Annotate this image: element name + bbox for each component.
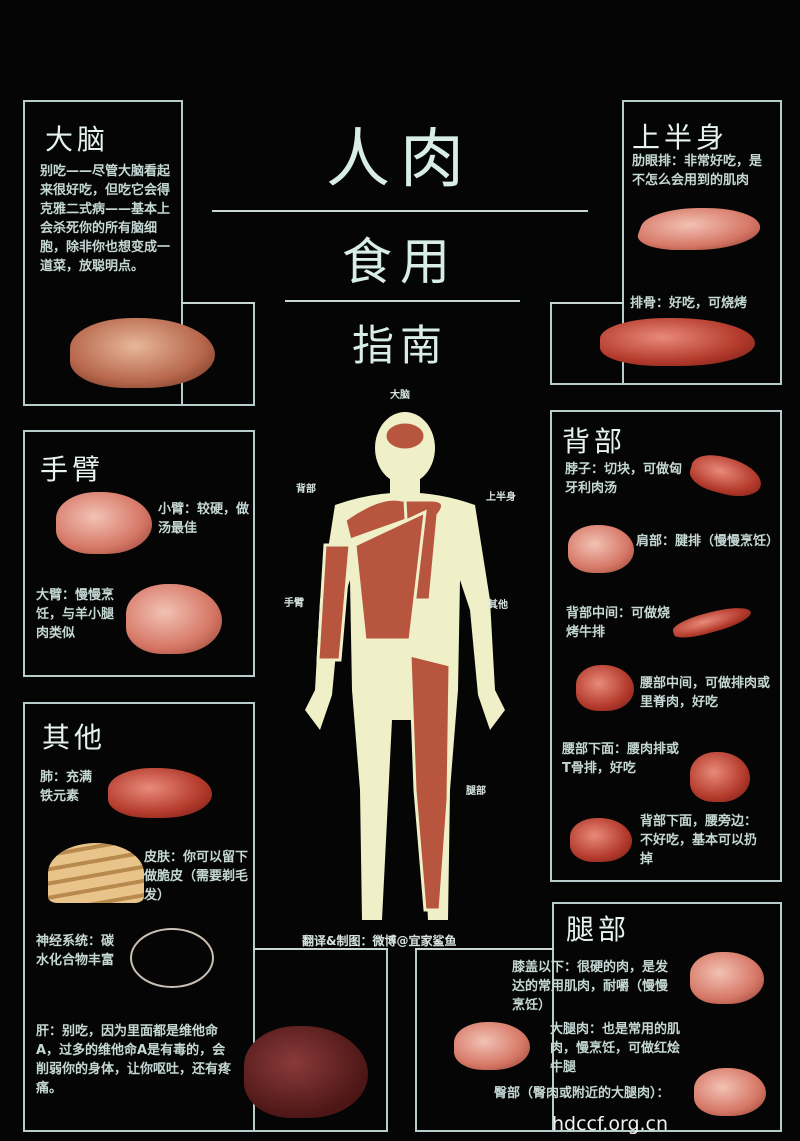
panel-back: [550, 410, 782, 882]
leg-item-3: 臀部（臀肉或附近的大腿肉）：: [494, 1086, 670, 1101]
title-line-3: 指南: [351, 321, 448, 370]
upper-heading: 上半身: [632, 121, 729, 154]
panel-other-ext: [23, 948, 388, 1132]
label-back: 背部: [296, 484, 316, 495]
shoulder-image: [568, 525, 634, 573]
divider: [285, 300, 520, 302]
back-item-6: 背部下面，腰旁边：不好吃，基本可以扔掉: [640, 814, 758, 867]
human-figure: [305, 412, 505, 920]
label-brain: 大脑: [390, 390, 410, 401]
panel-border: [415, 948, 554, 950]
panel-brain-ext: [23, 302, 255, 406]
upper-item-1: 肋眼排：非常好吃，是不怎么会用到的肌肉: [632, 154, 763, 188]
brain-text: 别吃——尽管大脑看起来很好吃，但吃它会得克雅二式病——基本上会杀死你的所有脑细胞…: [40, 164, 171, 274]
region-leg: [408, 653, 452, 912]
panel-other: [23, 702, 255, 1132]
tbone-image: [690, 752, 750, 802]
liver-image: [244, 1026, 368, 1118]
panel-border: [253, 948, 388, 950]
title-line-2: 食用: [342, 233, 458, 291]
upperarm-image: [126, 584, 222, 654]
label-other: 其他: [488, 600, 508, 611]
label-arm: 手臂: [284, 598, 304, 609]
panel-arm: [23, 430, 255, 677]
other-item-3: 神经系统：碳水化合物丰富: [36, 934, 115, 968]
ribs-image: [600, 318, 755, 366]
other-item-2: 皮肤：你可以留下做脆皮（需要剃毛发）: [144, 850, 249, 903]
divider: [212, 210, 588, 212]
region-brain: [383, 420, 427, 452]
back-item-5: 腰部下面：腰肉排或T骨排，好吃: [562, 742, 680, 776]
other-heading: 其他: [42, 721, 107, 754]
title-line-1: 人肉: [326, 123, 474, 197]
watermark: hdccf.org.cn: [552, 1113, 669, 1135]
brain-heading: 大脑: [45, 123, 110, 156]
region-arm: [316, 543, 352, 662]
panel-border: [181, 302, 255, 304]
lung-image: [108, 768, 212, 818]
shin-image: [690, 952, 764, 1004]
label-leg: 腿部: [466, 786, 486, 797]
loin-image: [576, 665, 634, 711]
lower-back-image: [570, 818, 632, 862]
brain-image: [70, 318, 215, 388]
other-item-4: 肝：别吃，因为里面都是维他命A，过多的维他命A是有毒的，会削弱你的身体，让你呕吐…: [36, 1024, 232, 1096]
panel-leg-ext: [415, 948, 554, 1132]
arm-heading: 手臂: [40, 453, 105, 486]
leg-heading: 腿部: [566, 913, 631, 946]
back-item-3: 背部中间：可做烧烤牛排: [566, 606, 671, 640]
panel-leg: [552, 902, 782, 1132]
skin-image: [48, 843, 144, 903]
upper-item-2: 排骨：好吃，可烧烤: [630, 296, 748, 311]
leg-item-2: 大腿肉：也是常用的肌肉，慢烹饪，可做红烩牛腿: [550, 1022, 681, 1075]
back-item-1: 脖子：切块，可做匈牙利肉汤: [565, 462, 683, 496]
arm-item-2: 大臂：慢慢烹饪，与羊小腿肉类似: [36, 588, 115, 641]
nerve-image: [130, 928, 214, 988]
back-item-2: 肩部：腱排（慢慢烹饪）: [636, 534, 780, 549]
panel-upper-ext: [550, 302, 782, 385]
credit: 翻译&制图：微博@宜家鲨鱼: [302, 934, 457, 948]
panel-border: [550, 302, 624, 304]
thigh-image: [454, 1022, 530, 1070]
rump-image: [694, 1068, 766, 1116]
other-item-1: 肺：充满铁元素: [40, 770, 93, 804]
panel-brain: [23, 100, 183, 405]
region-torso: [353, 509, 427, 642]
back-heading: 背部: [562, 425, 627, 458]
back-item-4: 腰部中间，可做排肉或里脊肉，好吃: [640, 676, 771, 710]
leg-item-1: 膝盖以下：很硬的肉，是发达的常用肌肉，耐嚼（慢慢烹饪）: [512, 960, 669, 1013]
arm-item-1: 小臂：较硬，做汤最佳: [158, 502, 250, 536]
forearm-image: [56, 492, 152, 554]
figure-body: [305, 492, 505, 920]
label-upper: 上半身: [486, 492, 516, 503]
